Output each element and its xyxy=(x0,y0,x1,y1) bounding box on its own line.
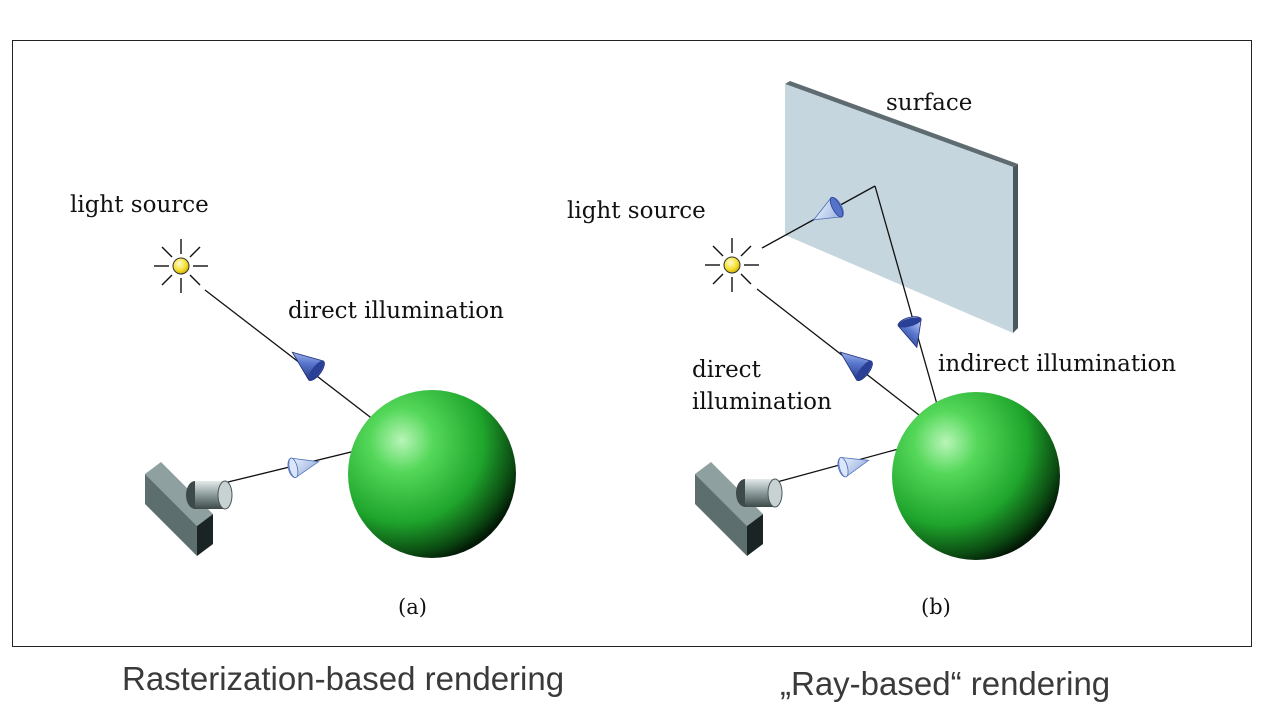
light-to-surface-cone-icon xyxy=(812,196,844,221)
light-source-icon xyxy=(154,239,208,293)
camera-ray-cone-icon xyxy=(287,457,320,479)
figure-frame xyxy=(12,40,1252,647)
camera-icon-b xyxy=(695,462,783,556)
indirect-illumination-label: indirect illumination xyxy=(938,351,1176,377)
surface-panel xyxy=(785,81,1018,333)
caption-ray-based: „Ray-based“ rendering xyxy=(780,665,1111,702)
direct-label-line2-b: illumination xyxy=(692,389,832,415)
panel-label-b: (b) xyxy=(921,595,951,619)
camera-ray-cone-icon-b xyxy=(837,457,870,478)
surface-to-sphere-cone-icon xyxy=(897,316,922,349)
panel-label-a: (a) xyxy=(398,595,427,619)
direct-label-line1-b: direct xyxy=(692,357,762,383)
light-source-label-a: light source xyxy=(70,192,209,218)
green-sphere xyxy=(348,390,516,558)
panel-b: surface light source direct illumination… xyxy=(567,81,1176,619)
direct-ray-cone-icon-b xyxy=(839,351,873,381)
surface-to-sphere-ray xyxy=(874,185,947,437)
direct-illumination-label-a: direct illumination xyxy=(288,298,504,324)
surface-label: surface xyxy=(886,90,972,116)
camera-icon xyxy=(145,462,233,556)
panel-a: light source direct illumination (a) xyxy=(70,192,516,619)
light-source-icon-b xyxy=(705,238,759,292)
direct-ray-cone-icon xyxy=(291,351,325,381)
green-sphere-b xyxy=(892,392,1060,560)
caption-rasterization: Rasterization-based rendering xyxy=(122,660,565,697)
light-source-label-b: light source xyxy=(567,198,706,224)
